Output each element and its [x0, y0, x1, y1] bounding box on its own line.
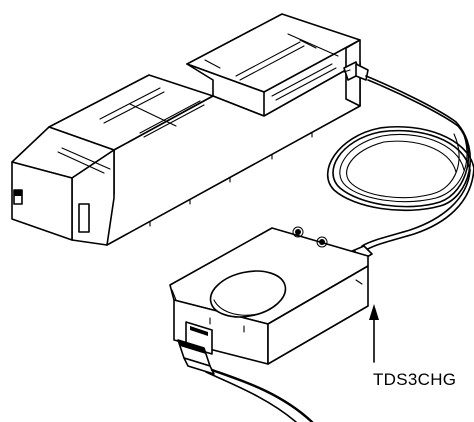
- callout-label-tds3chg: TDS3CHG: [373, 370, 457, 389]
- bay-recess: [78, 203, 90, 233]
- battery-charging-bay: [11, 13, 361, 246]
- callout-arrow: [369, 304, 379, 363]
- led-dot: [295, 229, 301, 235]
- coiled-cable: [326, 75, 474, 251]
- bay-left-end-side: [11, 161, 73, 241]
- supply-top-circle: [209, 270, 287, 318]
- bay-connector: [343, 61, 369, 81]
- ac-power-cord: [205, 368, 314, 422]
- power-supply-unit: [169, 226, 373, 375]
- supply-side: [267, 265, 369, 365]
- led-dot: [319, 239, 325, 245]
